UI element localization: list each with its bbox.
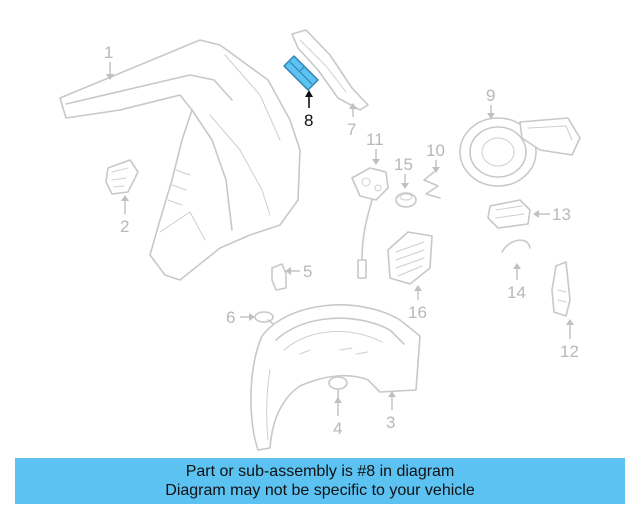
banner-line-disclaimer: Diagram may not be specific to your vehi… xyxy=(165,482,475,499)
part-11-release-cable[interactable] xyxy=(351,167,389,279)
part-15-grommet[interactable] xyxy=(395,192,417,208)
callout-5: 5 xyxy=(303,262,312,281)
info-banner: Part or sub-assembly is #8 in diagram Di… xyxy=(15,458,625,504)
part-7-pillar-trim[interactable] xyxy=(291,29,369,111)
part-8-seal-strip[interactable] xyxy=(283,55,319,91)
callout-15: 15 xyxy=(394,155,413,174)
callout-1: 1 xyxy=(104,43,113,62)
part-1-quarter-panel[interactable] xyxy=(59,39,301,281)
part-2-bracket[interactable] xyxy=(105,159,139,195)
callout-7: 7 xyxy=(347,120,356,139)
callouts: 1 2 3 4 5 6 7 8 9 10 11 12 xyxy=(104,43,579,438)
callout-3: 3 xyxy=(386,413,395,432)
part-6-push-pin[interactable] xyxy=(254,311,277,327)
callout-8: 8 xyxy=(304,111,313,130)
part-10-spring-clip[interactable] xyxy=(423,171,441,199)
callout-4: 4 xyxy=(333,419,342,438)
callout-2: 2 xyxy=(120,217,129,236)
part-9-fuel-door[interactable] xyxy=(459,117,581,187)
parts-diagram: 1 2 3 4 5 6 7 8 9 10 11 12 xyxy=(59,29,581,451)
callout-13: 13 xyxy=(552,205,571,224)
part-3-wheelhouse-liner[interactable] xyxy=(250,304,421,451)
callout-16: 16 xyxy=(408,303,427,322)
part-14-hose[interactable] xyxy=(501,239,531,253)
callout-14: 14 xyxy=(507,283,526,302)
part-12-bracket[interactable] xyxy=(551,261,571,317)
callout-6: 6 xyxy=(226,308,235,327)
callout-12: 12 xyxy=(560,342,579,361)
callout-11: 11 xyxy=(366,130,384,149)
callout-10: 10 xyxy=(426,141,445,160)
callout-9: 9 xyxy=(486,86,495,105)
part-16-vent[interactable] xyxy=(387,231,433,285)
part-4-bolt[interactable] xyxy=(328,376,348,399)
part-5-clip[interactable] xyxy=(271,263,287,291)
banner-line-part-number: Part or sub-assembly is #8 in diagram xyxy=(185,463,455,480)
part-13-actuator[interactable] xyxy=(487,199,531,229)
